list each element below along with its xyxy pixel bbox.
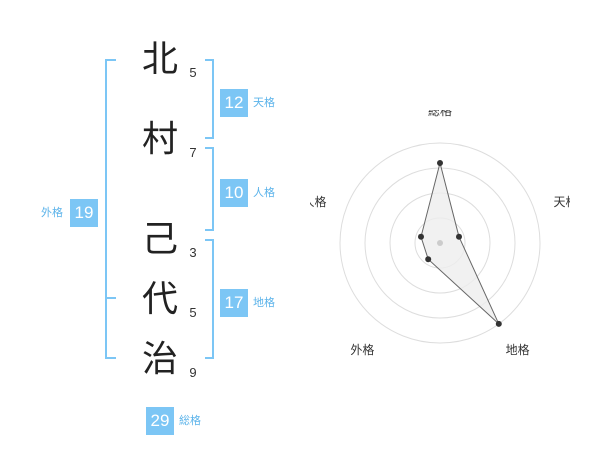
gaikaku-bracket (105, 59, 116, 359)
radar-polygon (420, 162, 500, 325)
radar-axis-label-3: 地格 (506, 342, 530, 357)
radar-ring-4 (339, 142, 541, 344)
stroke-count-4: 5 (189, 305, 197, 320)
radar-axis-labels: 総格天格地格 外格 人格 (310, 110, 570, 357)
gaikaku-label: 外格 (41, 206, 63, 219)
tenkaku-label: 天格 (253, 96, 275, 109)
chikaku-bracket (205, 239, 214, 359)
jinkaku-bracket (205, 147, 214, 231)
radar-axis-label-4: 外格 (350, 342, 374, 357)
radar-chart: 総格天格地格 外格 人格 (310, 110, 570, 357)
radar-points (418, 160, 502, 327)
radar-point-1 (437, 160, 443, 166)
radar-polygon-layer (420, 162, 500, 325)
radar-point-4 (425, 256, 432, 263)
radar-point-3 (495, 320, 502, 327)
jinkaku-label: 人格 (253, 186, 275, 199)
chikaku-value-badge: 17 (220, 289, 248, 317)
name-char-5: 治 (141, 339, 178, 380)
stroke-count-3: 3 (189, 245, 197, 260)
radar-point-5 (418, 233, 424, 240)
name-char-4: 代 (141, 279, 178, 320)
gaikaku-value-badge: 19 (70, 199, 98, 227)
tenkaku-bracket (205, 59, 214, 139)
jinkaku-value-badge: 10 (220, 179, 248, 207)
radar-axis-label-5: 人格 (310, 194, 327, 209)
stroke-count-2: 7 (189, 145, 197, 160)
radar-center-dot (437, 240, 443, 246)
soukaku-label: 総格 (179, 414, 201, 427)
radar-axis-label-1: 総格 (428, 110, 452, 118)
stroke-count-1: 5 (189, 65, 197, 80)
name-char-1: 北 (141, 39, 178, 80)
name-char-3: 己 (141, 219, 178, 260)
name-char-2: 村 (141, 119, 178, 160)
chikaku-label: 地格 (253, 296, 275, 309)
radar-point-2 (456, 233, 462, 240)
stroke-count-5: 9 (189, 365, 197, 380)
soukaku-value-badge: 29 (146, 407, 174, 435)
tenkaku-value-badge: 12 (220, 89, 248, 117)
radar-axis-label-2: 天格 (553, 194, 570, 209)
